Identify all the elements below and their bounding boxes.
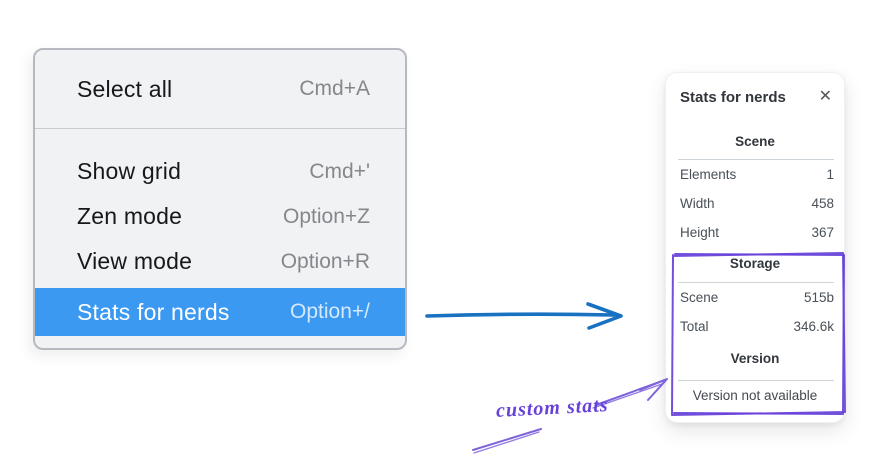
stat-value: 458	[811, 195, 834, 211]
menu-item-label: Zen mode	[77, 203, 183, 229]
close-icon[interactable]: ✕	[818, 88, 832, 105]
section-divider	[678, 159, 834, 160]
menu-item-select-all[interactable]: Select all Cmd+A	[35, 67, 405, 112]
menu-section-top: Select all Cmd+A	[35, 50, 405, 128]
stats-panel-title: Stats for nerds	[680, 88, 786, 106]
menu-item-stats-for-nerds[interactable]: Stats for nerds Option+/	[35, 288, 405, 336]
menu-item-label: Show grid	[77, 158, 182, 184]
menu-item-shortcut: Option+R	[280, 249, 370, 273]
stat-value: 346.6k	[793, 318, 834, 334]
stat-row-height: Height 367	[680, 220, 834, 244]
stat-label: Total	[680, 318, 709, 334]
menu-item-label: Select all	[77, 75, 173, 102]
context-menu: Select all Cmd+A Show grid Cmd+' Zen mod…	[33, 48, 407, 350]
menu-item-shortcut: Option+/	[290, 300, 370, 323]
stat-row-width: Width 458	[680, 191, 834, 215]
menu-item-shortcut: Option+Z	[283, 204, 370, 228]
menu-item-label: Stats for nerds	[77, 298, 230, 325]
menu-item-view-mode[interactable]: View mode Option+R	[35, 239, 405, 284]
menu-section-bottom: Show grid Cmd+' Zen mode Option+Z View m…	[35, 129, 405, 336]
menu-divider	[35, 128, 405, 129]
stat-row-elements: Elements 1	[680, 162, 834, 186]
blue-arrow	[425, 302, 623, 330]
stats-panel-header: Stats for nerds ✕	[666, 73, 844, 107]
section-heading-scene: Scene	[735, 134, 775, 149]
stats-panel: Stats for nerds ✕ Scene Elements 1 Width…	[665, 72, 845, 423]
section-heading-version: Version	[730, 351, 780, 366]
stat-row-scene-storage: Scene 515b	[680, 285, 834, 309]
section-heading-storage: Storage	[729, 256, 781, 271]
stat-label: Width	[680, 195, 715, 211]
version-note: Version not available	[692, 388, 818, 403]
stat-row-total-storage: Total 346.6k	[680, 314, 834, 338]
stat-value: 515b	[803, 289, 834, 305]
menu-item-show-grid[interactable]: Show grid Cmd+'	[35, 149, 405, 194]
menu-item-label: View mode	[77, 248, 193, 274]
section-divider	[678, 282, 834, 283]
menu-item-shortcut: Cmd+'	[309, 159, 370, 183]
menu-item-zen-mode[interactable]: Zen mode Option+Z	[35, 194, 405, 239]
stat-label: Scene	[680, 289, 719, 305]
stat-label: Height	[680, 224, 720, 240]
section-divider	[678, 380, 834, 381]
custom-stats-annotation: custom stats	[495, 394, 610, 422]
stat-label: Elements	[680, 166, 737, 182]
stat-value: 367	[811, 224, 834, 240]
menu-item-shortcut: Cmd+A	[299, 77, 370, 100]
stat-value: 1	[826, 166, 834, 182]
